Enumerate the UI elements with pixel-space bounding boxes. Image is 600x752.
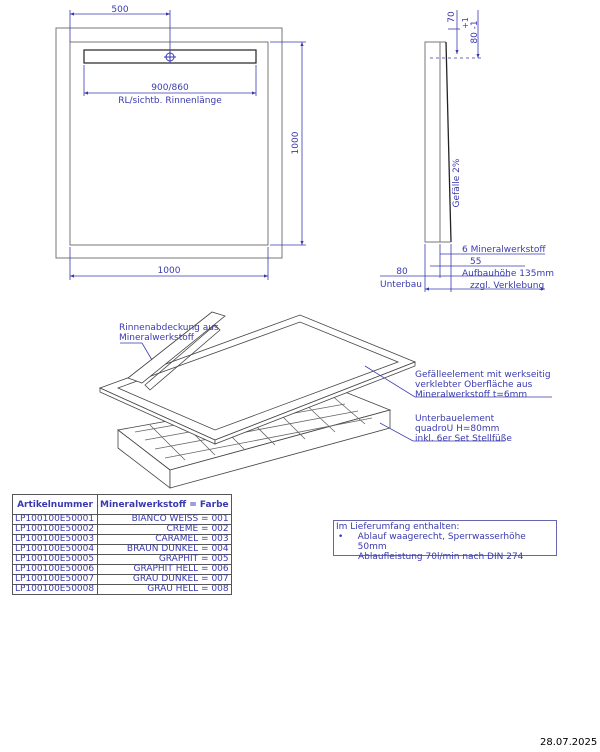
article-number: LP100100E50006 — [12, 564, 98, 575]
article-number: LP100100E50004 — [12, 544, 98, 555]
color: GRAU HELL = 008 — [97, 584, 232, 595]
header-material: Mineralwerkstoff = Farbe — [97, 494, 232, 515]
callout-slope-3: Mineralwerkstoff t=6mm — [415, 390, 527, 400]
channel-label: RL/sichtb. Rinnenlänge — [118, 96, 222, 106]
side-view — [380, 10, 545, 292]
unterbau-label: Unterbau — [380, 280, 422, 290]
info-title: Im Lieferumfang enthalten: — [336, 522, 460, 532]
article-number: LP100100E50007 — [12, 574, 98, 585]
aufbau-label: Aufbauhöhe 135mm — [462, 269, 554, 279]
dim-width: 1000 — [158, 266, 181, 276]
slope-label: Gefälle 2% — [452, 158, 462, 207]
color: BIANCO WEISS = 001 — [97, 514, 232, 525]
color: CREME = 002 — [97, 524, 232, 535]
dim-55: 55 — [470, 257, 481, 267]
color: GRAU DUNKEL = 007 — [97, 574, 232, 585]
callout-cover-2: Mineralwerkstoff — [119, 333, 195, 343]
slope-element — [98, 314, 417, 445]
top-view — [55, 10, 306, 280]
table-header-row: Artikelnummer Mineralwerkstoff = Farbe — [12, 494, 232, 515]
dim-channel: 900/860 — [151, 83, 189, 93]
dim-drain-offset: 500 — [111, 5, 128, 15]
color: CARAMEL = 003 — [97, 534, 232, 545]
drain-icon — [164, 51, 176, 63]
bullet: • — [338, 532, 344, 542]
callout-base-2: quadroU H=80mm — [415, 424, 499, 434]
article-table: Artikelnummer Mineralwerkstoff = Farbe L… — [12, 494, 232, 595]
article-number: LP100100E50002 — [12, 524, 98, 535]
dim-top-b: 80 -1 — [470, 20, 480, 43]
article-number: LP100100E50001 — [12, 514, 98, 525]
outer-outline — [55, 27, 283, 259]
info-line-1: Ablauf waagerecht, Sperrwasserhöhe 50mm — [357, 532, 526, 552]
scope-of-delivery-box: Im Lieferumfang enthalten: • Ablauf waage… — [333, 520, 557, 562]
dim-top-a-tol: +1 — [461, 17, 470, 29]
article-number: LP100100E50005 — [12, 554, 98, 565]
callout-base-1: Unterbauelement — [415, 414, 495, 424]
drain-cover — [127, 311, 226, 391]
article-number: LP100100E50008 — [12, 584, 98, 595]
dim-top-a: 70 — [447, 11, 457, 23]
callout-base-3: inkl. 6er Set Stellfüße — [415, 434, 512, 444]
color: GRAPHIT = 005 — [97, 554, 232, 565]
verklebung-label: zzgl. Verklebung — [470, 281, 544, 291]
header-article: Artikelnummer — [12, 494, 98, 515]
dim-80: 80 — [396, 267, 408, 277]
color: GRAPHIT HELL = 006 — [97, 564, 232, 575]
layer-top-label: 6 Mineralwerkstoff — [462, 245, 546, 255]
color: BRAUN DUNKEL = 004 — [97, 544, 232, 555]
info-line-2: Ablaufleistung 70l/min nach DIN 274 — [358, 552, 524, 562]
article-number: LP100100E50003 — [12, 534, 98, 545]
inner-outline — [69, 41, 269, 246]
document-date: 28.07.2025 — [540, 737, 598, 748]
callout-slope-2: verklebter Oberfläche aus — [415, 380, 533, 390]
callout-slope-1: Gefälleelement mit werkseitig — [415, 370, 551, 380]
dim-depth: 1000 — [291, 131, 301, 154]
callout-cover-1: Rinnenabdeckung aus — [119, 323, 219, 333]
